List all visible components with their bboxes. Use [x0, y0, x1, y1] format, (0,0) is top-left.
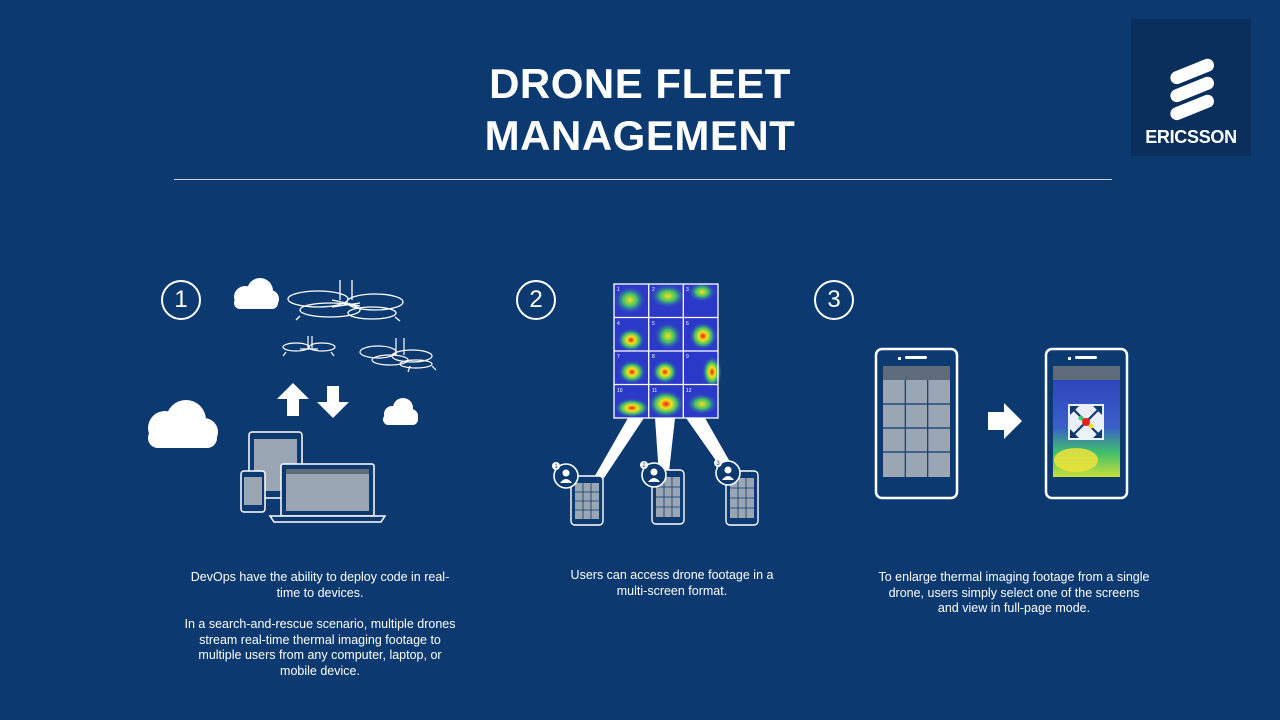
user-icon	[724, 466, 732, 474]
user-badge-3: 3	[714, 459, 741, 486]
grid-cell-label: 5	[652, 321, 655, 327]
user-badge-number: 1	[554, 464, 558, 470]
user-badge-2: 2	[640, 461, 667, 488]
page-title: DRONE FLEET MANAGEMENT	[340, 58, 940, 162]
drone-icon	[282, 336, 336, 357]
arrow-right-icon	[988, 403, 1022, 439]
logo-wordmark: ERICSSON	[1145, 127, 1237, 147]
step-1-caption-line: In a search-and-rescue scenario, multipl…	[184, 617, 456, 678]
ericsson-logo: ERICSSON	[1131, 19, 1251, 156]
step-2-caption-line: Users can access drone footage in a mult…	[570, 568, 774, 598]
step-3-caption: To enlarge thermal imaging footage from …	[878, 570, 1150, 633]
expand-icon	[1068, 404, 1104, 440]
step-1-number: 1	[161, 280, 201, 320]
user-badge-number: 3	[716, 461, 720, 467]
cloud-icon	[383, 398, 418, 425]
user-icon	[562, 469, 570, 477]
user-badge-number: 2	[642, 463, 646, 469]
grid-cell-label: 7	[617, 354, 620, 360]
grid-cell-label: 10	[617, 388, 623, 394]
user-phone-3	[725, 470, 759, 526]
arrow-down-icon	[317, 386, 349, 418]
grid-cell-label: 2	[652, 287, 655, 293]
step-3-number: 3	[814, 280, 854, 320]
user-phone-1	[570, 475, 604, 526]
step-2-caption: Users can access drone footage in a mult…	[555, 568, 789, 615]
cloud-icon	[234, 278, 279, 309]
heat-spots	[614, 282, 722, 418]
drone-icon	[287, 280, 404, 322]
title-line-2: MANAGEMENT	[484, 112, 796, 159]
title-divider	[174, 179, 1112, 180]
phone-grid-view	[874, 347, 959, 500]
grid-cell-label: 8	[652, 354, 655, 360]
grid-cell-label: 4	[617, 321, 620, 327]
phone-fullscreen-view	[1044, 347, 1129, 500]
user-icon	[650, 468, 658, 476]
grid-cell-label: 12	[686, 388, 692, 394]
user-badge-1: 1	[552, 462, 579, 489]
grid-cell-label: 3	[686, 287, 689, 293]
thermal-grid: 1 2 3 4 5 6 7 8 9 10 11 12	[613, 282, 722, 419]
grid-cell-label: 1	[617, 287, 620, 293]
drone-icon	[359, 338, 437, 373]
ericsson-logo-icon	[1170, 58, 1214, 121]
title-line-1: DRONE FLEET	[489, 60, 791, 107]
step-1-caption: DevOps have the ability to deploy code i…	[184, 570, 456, 695]
grid-cell-label: 11	[652, 388, 657, 394]
cloud-icon	[148, 400, 218, 448]
arrow-up-icon	[277, 383, 309, 416]
grid-cell-label: 6	[686, 321, 689, 327]
step-3-caption-line: To enlarge thermal imaging footage from …	[878, 570, 1150, 615]
step-2-number: 2	[516, 280, 556, 320]
devices-icon	[240, 431, 387, 523]
grid-cell-label: 9	[686, 354, 689, 360]
step-1-caption-line: DevOps have the ability to deploy code i…	[190, 570, 450, 600]
